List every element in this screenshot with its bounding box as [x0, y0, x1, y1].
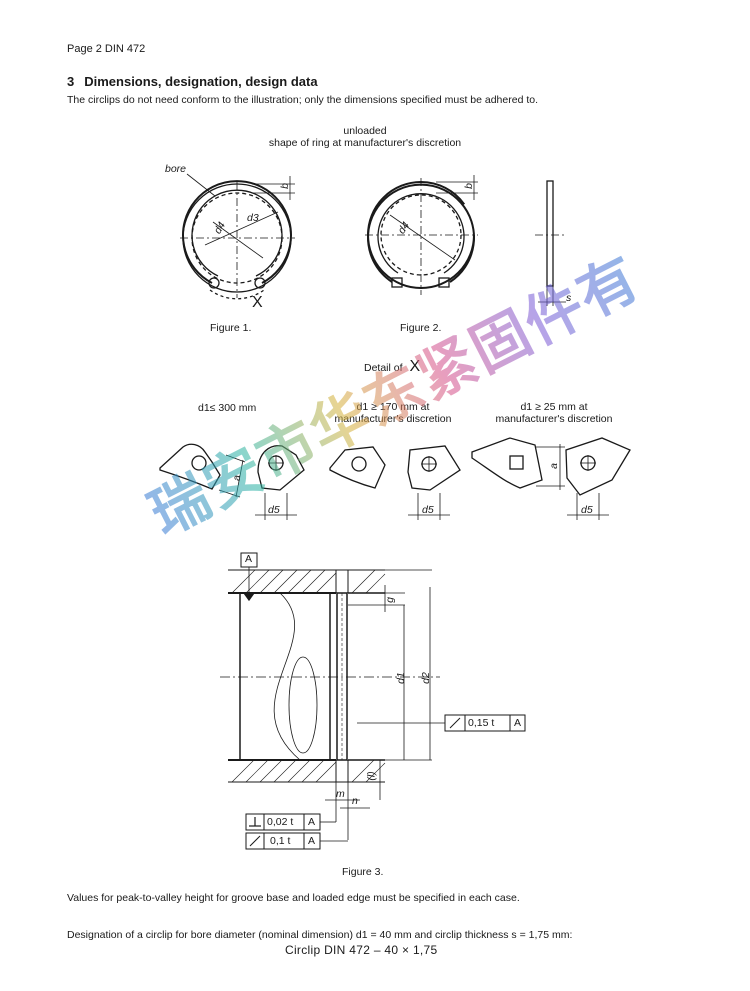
detail-col3-line2: manufacturer's discretion: [495, 413, 613, 425]
datum-a-label: A: [245, 553, 253, 565]
detail-title-text: Detail of: [364, 362, 403, 374]
figure1-caption: Figure 1.: [210, 322, 252, 334]
detail-col3-label: d1 ≥ 25 mm at manufacturer's discretion: [484, 401, 624, 425]
fig1-bore-label: bore: [165, 163, 187, 175]
tol-perp-ref: A: [308, 816, 316, 828]
tol-runout-ref: A: [308, 835, 316, 847]
unloaded-note-line1: unloaded: [343, 125, 387, 137]
detail-d5-label-1: d5: [268, 504, 280, 516]
fig3-g-label: g: [383, 597, 396, 603]
fig3-l-label: (l): [365, 771, 378, 781]
tol-perp-value: 0,02 t: [267, 816, 294, 828]
tol-edge-ref: A: [514, 717, 522, 729]
fig3-d1-label: d1: [394, 672, 407, 684]
figure3-caption: Figure 3.: [342, 866, 384, 878]
detail-col2-line2: manufacturer's discretion: [334, 413, 452, 425]
designation-intro: Designation of a circlip for bore diamet…: [67, 929, 573, 941]
detail-a-label-3: a: [547, 463, 560, 469]
figure3-drawing: [220, 552, 526, 850]
detail-col2-line1: d1 ≥ 170 mm at: [356, 401, 430, 413]
unloaded-note-line2: shape of ring at manufacturer's discreti…: [268, 137, 462, 149]
section-intro: The circlips do not need conform to the …: [67, 94, 539, 106]
detail-sketch-2: [329, 445, 461, 520]
detail-title-x: X: [409, 358, 421, 375]
fig1-b-label: b: [278, 183, 291, 189]
section-heading: 3 Dimensions, designation, design data: [67, 74, 318, 89]
figure2-drawing: [365, 175, 478, 295]
side-s-label: s: [566, 292, 572, 304]
side-view-drawing: [535, 180, 566, 306]
fig3-d2-label: d2: [419, 672, 432, 684]
detail-col2-label: d1 ≥ 170 mm at manufacturer's discretion: [318, 401, 468, 425]
section-number: 3: [67, 74, 75, 89]
figure1-drawing: [180, 173, 295, 300]
detail-col3-line1: d1 ≥ 25 mm at: [520, 401, 588, 413]
tol-edge-value: 0,15 t: [468, 717, 495, 729]
detail-d5-label-3: d5: [581, 504, 593, 516]
figure2-caption: Figure 2.: [400, 322, 442, 334]
detail-sketch-1: [159, 443, 305, 520]
detail-title: Detail of X: [364, 358, 420, 376]
page-header: Page 2 DIN 472: [67, 43, 146, 55]
fig3-n-label: n: [352, 795, 358, 807]
fig1-x-label: X: [252, 294, 263, 311]
tol-runout-value: 0,1 t: [270, 835, 291, 847]
fig3-m-label: m: [336, 788, 345, 800]
fig1-d3-label: d3: [247, 212, 259, 224]
detail-col1-label: d1≤ 300 mm: [198, 402, 257, 414]
peak-valley-note: Values for peak-to-valley height for gro…: [67, 892, 520, 904]
detail-sketch-3: [471, 437, 631, 520]
unloaded-note: unloaded shape of ring at manufacturer's…: [240, 125, 490, 149]
designation-example: Circlip DIN 472 – 40 × 1,75: [285, 943, 438, 957]
detail-a-label-1: a: [230, 475, 243, 481]
fig2-b-label: b: [462, 183, 475, 189]
section-title: Dimensions, designation, design data: [84, 74, 318, 89]
detail-d5-label-2: d5: [422, 504, 434, 516]
